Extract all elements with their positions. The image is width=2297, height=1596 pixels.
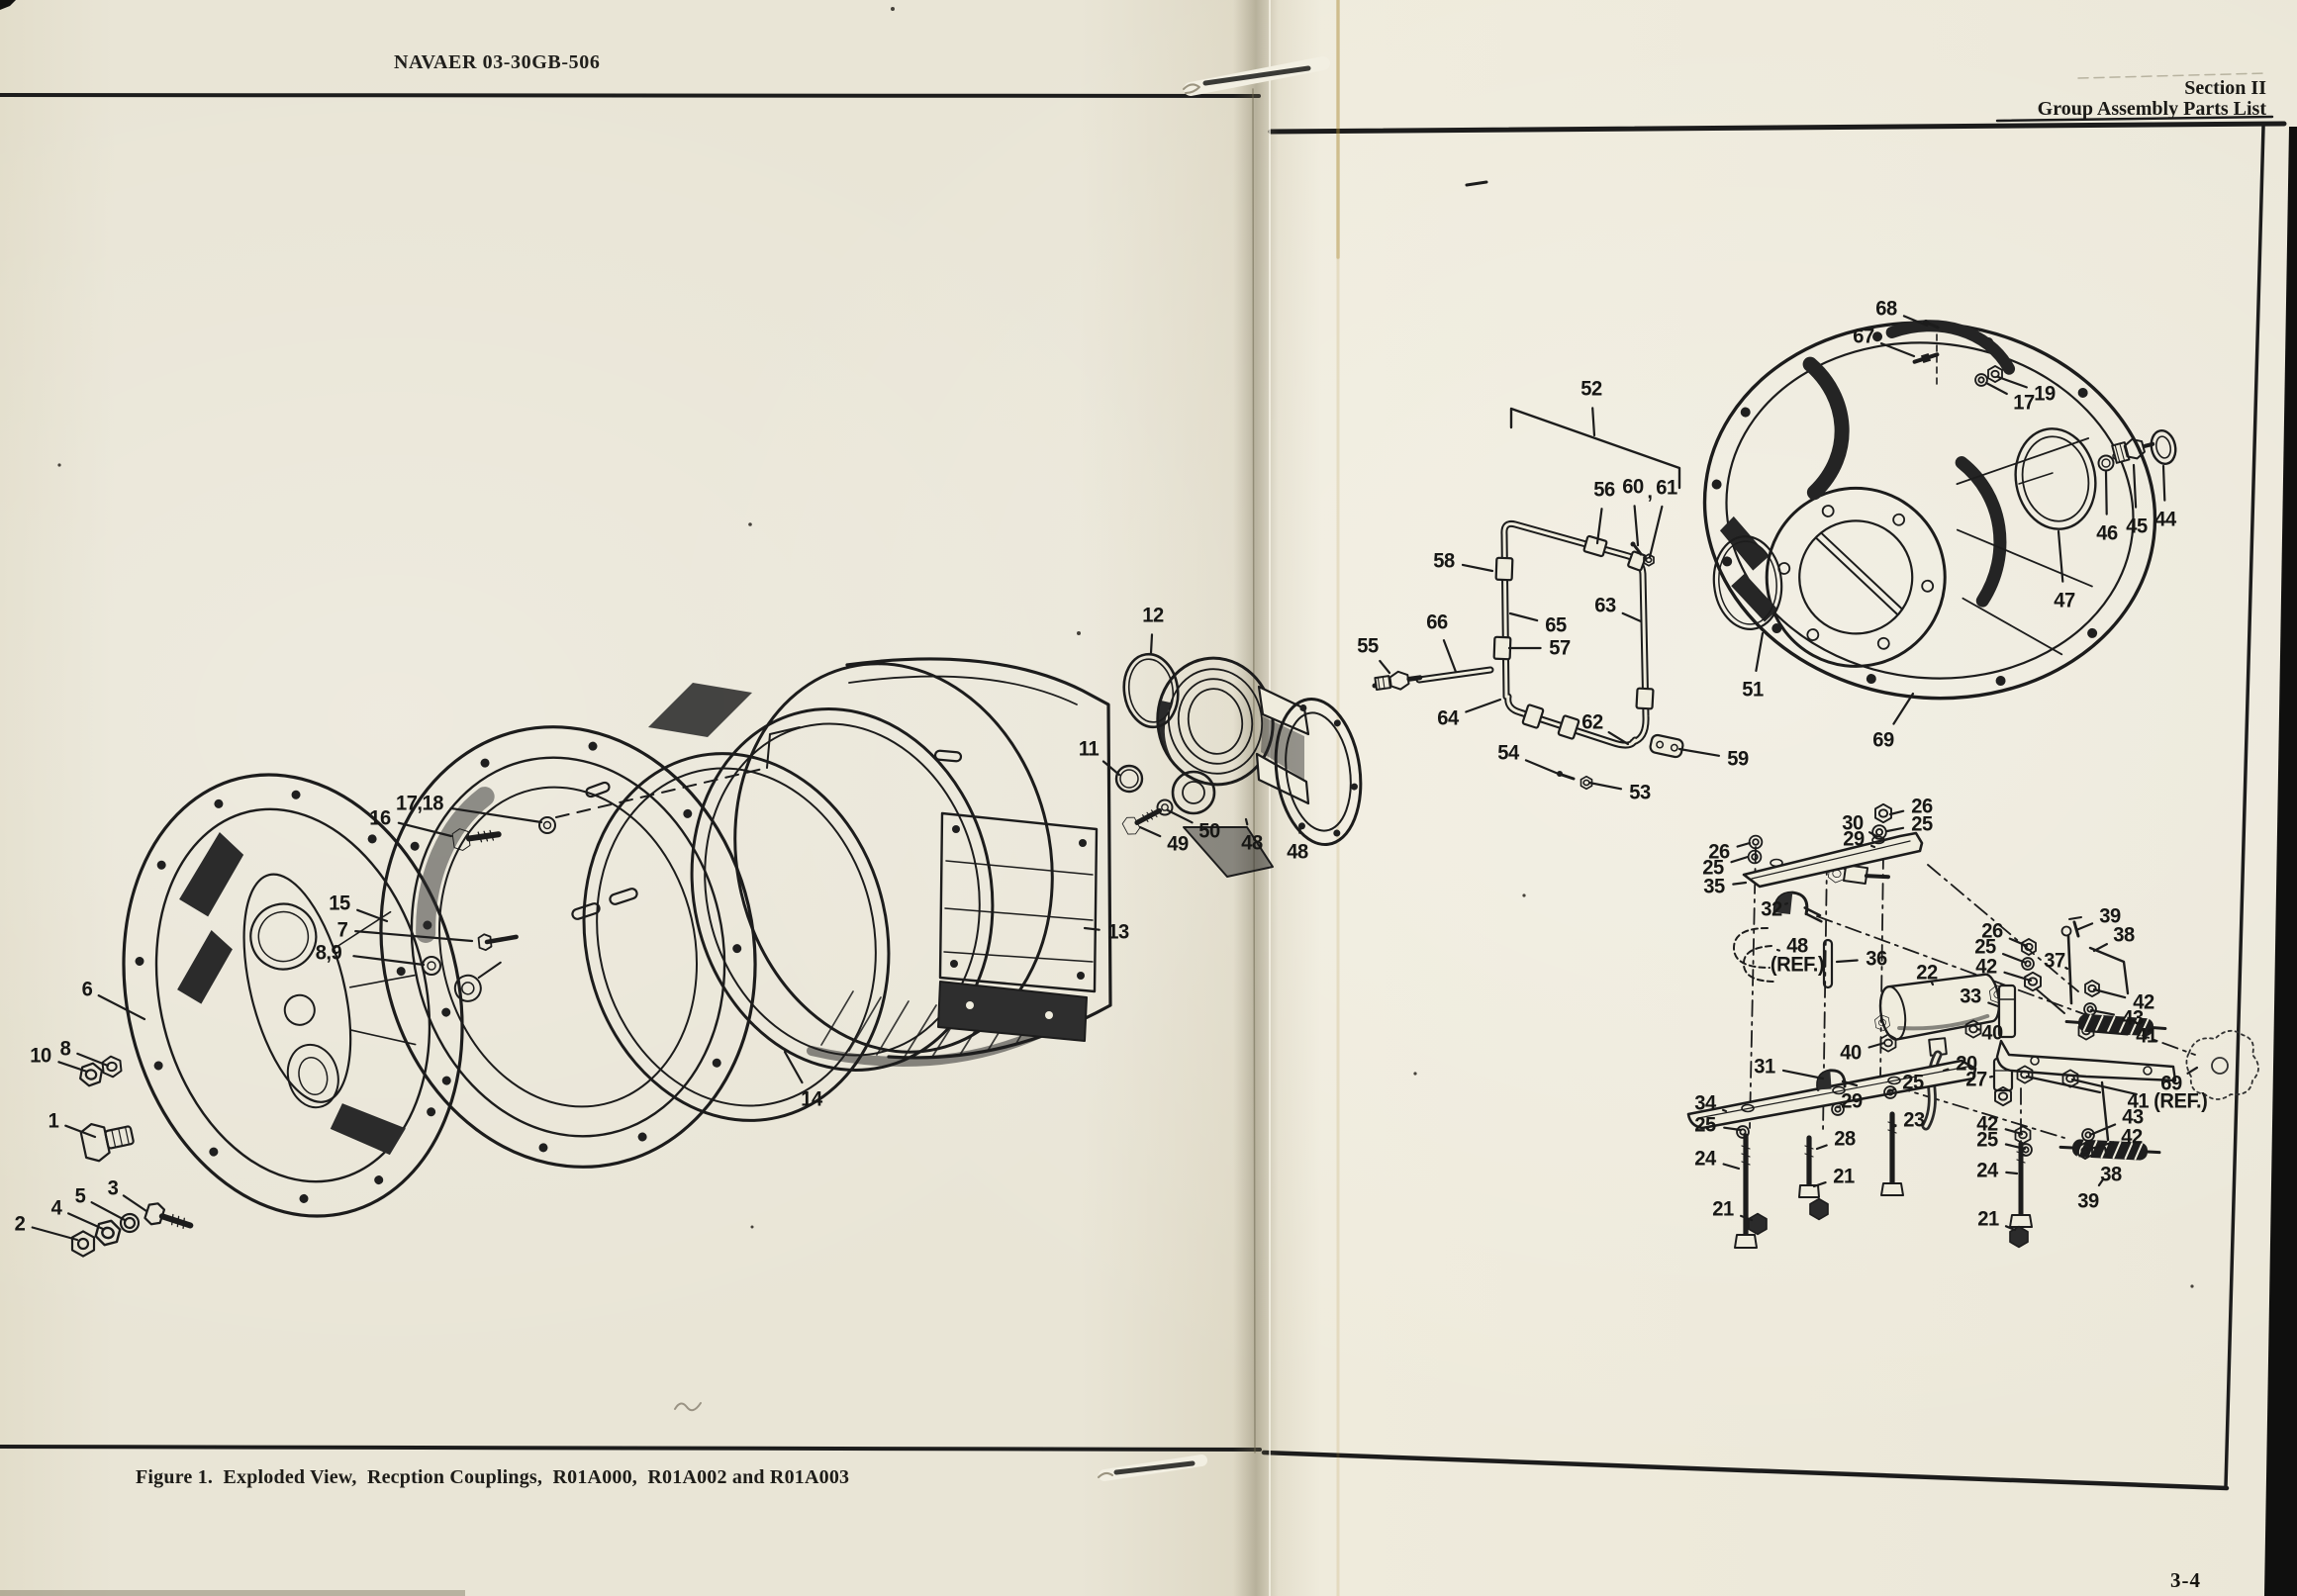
nut-44 <box>2150 428 2177 466</box>
adapter-housing <box>1114 652 1363 878</box>
washer-17-18 <box>538 816 556 834</box>
bolt-28 <box>1798 1135 1820 1198</box>
book-spine <box>1233 0 1279 1596</box>
tubing-assembly <box>1372 407 1684 791</box>
washer-50 <box>1156 798 1174 816</box>
callout-leaders <box>31 315 2199 1242</box>
doc-number: NAVAER 03-30GB-506 <box>394 51 601 73</box>
drum-ring-a <box>582 752 891 1122</box>
bolt-24-right <box>2009 1141 2033 1228</box>
plug-fitting <box>79 1122 135 1163</box>
o-ring-51 <box>1712 535 1783 630</box>
page-number: 3-4 <box>2170 1568 2201 1592</box>
staple-bottom <box>1098 1455 1207 1481</box>
hardware-cluster <box>70 1054 194 1258</box>
cover-fitting <box>1827 863 1890 886</box>
clamp-48-ref <box>1733 927 1776 983</box>
spring-lower <box>2058 1136 2161 1164</box>
bolt-23 <box>1880 1111 1904 1196</box>
drum-shell <box>571 657 1112 1067</box>
washer-8-9 <box>422 956 441 976</box>
right-exploded-view <box>1372 320 2259 1249</box>
section-subtitle: Group Assembly Parts List <box>2037 98 2266 120</box>
bracket-assembly <box>1686 802 2259 1249</box>
clamp-31 <box>1816 1069 1859 1091</box>
fitting-55 <box>1374 670 1423 692</box>
bracket-59 <box>1649 733 1684 759</box>
fitting-45 <box>2111 438 2155 464</box>
pencil-mark <box>674 1402 702 1412</box>
corner-mark <box>0 0 16 10</box>
cover-plate <box>1702 320 2157 701</box>
bolt-7 <box>477 933 519 952</box>
staple-top <box>1183 56 1330 96</box>
left-exploded-view <box>70 652 1363 1258</box>
gasket-47 <box>2014 427 2097 530</box>
scan-edge <box>2264 127 2297 1596</box>
figure-caption: Figure 1. Exploded View, Recption Coupli… <box>136 1466 850 1488</box>
clamp-ring <box>379 725 757 1169</box>
canister-22 <box>1873 973 2008 1041</box>
o-ring-12 <box>1122 652 1180 729</box>
header-right: Section II Group Assembly Parts List <box>1861 78 2266 120</box>
flange-ring <box>122 773 464 1218</box>
ring-11 <box>1114 764 1144 794</box>
ring-46 <box>2097 454 2115 472</box>
clamp-32 <box>1772 891 1823 923</box>
part-69-ref <box>2185 1029 2259 1100</box>
paper-specks <box>57 7 2194 1288</box>
section-title: Section II <box>2184 77 2266 99</box>
